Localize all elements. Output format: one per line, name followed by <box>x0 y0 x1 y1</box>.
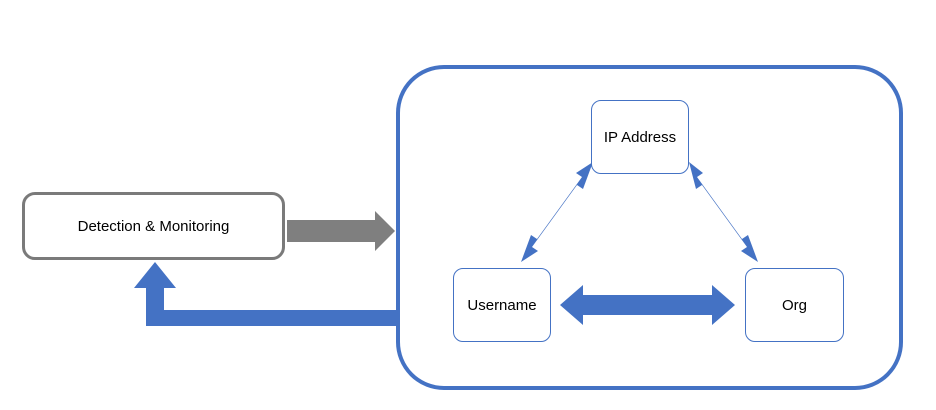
ip-address-box: IP Address <box>591 100 689 174</box>
detection-to-container-arrow <box>287 211 395 251</box>
org-box: Org <box>745 268 844 342</box>
correlation-container <box>396 65 903 390</box>
ip-address-label: IP Address <box>603 128 677 146</box>
org-label: Org <box>781 296 807 314</box>
username-org-arrow <box>560 285 735 325</box>
detection-monitoring-box: Detection & Monitoring <box>22 192 285 260</box>
ip-username-arrow <box>521 162 593 262</box>
ip-org-arrow <box>689 162 758 262</box>
username-box: Username <box>453 268 551 342</box>
detection-monitoring-label: Detection & Monitoring <box>77 217 230 235</box>
feedback-arrow <box>134 262 398 326</box>
username-label: Username <box>467 296 537 314</box>
